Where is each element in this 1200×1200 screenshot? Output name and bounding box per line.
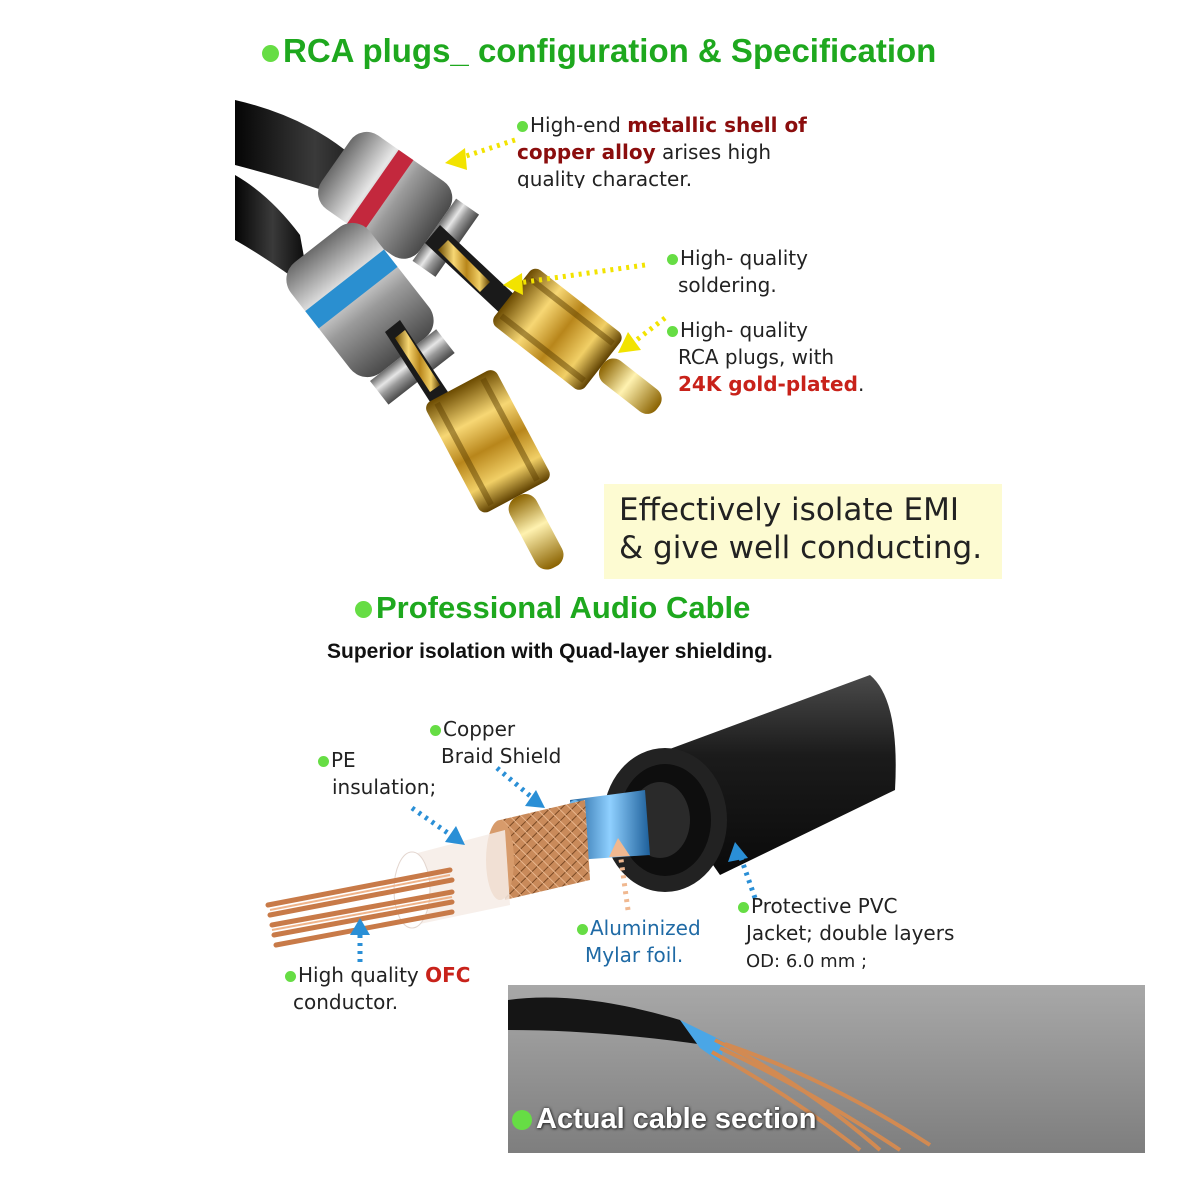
bullet-dot-icon — [667, 326, 678, 337]
label-pvc-jacket: Protective PVC Jacket; double layers OD:… — [738, 893, 978, 975]
emi-line2: & give well conducting. — [619, 530, 983, 566]
photo-label-text: Actual cable section — [536, 1103, 817, 1135]
bullet-dot-icon — [667, 254, 678, 265]
shell-text-post: arises high — [655, 140, 772, 164]
emi-info-box: Effectively isolate EMI & give well cond… — [604, 484, 1002, 579]
bullet-dot-icon — [512, 1110, 532, 1131]
actual-cable-photo-label: Actual cable section — [512, 1103, 816, 1136]
section2-title: Professional Audio Cable — [355, 590, 750, 626]
mylar-line2: Mylar foil. — [585, 943, 684, 967]
callout-rca-plugs: High- quality RCA plugs, with 24K gold-p… — [667, 317, 887, 398]
bullet-dot-icon — [355, 601, 372, 619]
bullet-dot-icon — [517, 121, 528, 132]
label-ofc-conductor: High quality OFC conductor. — [285, 962, 505, 1016]
label-mylar-foil: Aluminized Mylar foil. — [577, 915, 737, 969]
emi-line1: Effectively isolate EMI — [619, 492, 959, 528]
copper-line2: Braid Shield — [441, 744, 562, 768]
pvc-line1: Protective PVC — [751, 894, 898, 918]
ofc-highlight: OFC — [425, 963, 471, 987]
solder-line2: soldering. — [678, 273, 777, 297]
pe-line2: insulation; — [332, 775, 437, 799]
shell-highlight-2: copper alloy — [517, 140, 656, 164]
bullet-dot-icon — [738, 902, 749, 913]
section2-subtitle: Superior isolation with Quad-layer shiel… — [327, 640, 773, 663]
ofc-pre: High quality — [298, 963, 426, 987]
plugs-highlight: 24K gold-plated — [678, 372, 858, 396]
shell-text-pre: High-end — [530, 113, 628, 137]
pe-line1: PE — [331, 748, 356, 772]
bullet-dot-icon — [577, 924, 588, 935]
section1-title: RCA plugs_ configuration & Specification — [262, 32, 936, 70]
shell-text-line3: quality character. — [517, 167, 693, 188]
pvc-line2: Jacket; double layers — [746, 921, 955, 945]
plugs-line1: High- quality — [680, 318, 808, 342]
callout-soldering: High- quality soldering. — [667, 245, 867, 299]
pvc-line3: OD: 6.0 mm ; — [746, 951, 868, 972]
bullet-dot-icon — [318, 756, 329, 767]
copper-line1: Copper — [443, 717, 516, 741]
solder-line1: High- quality — [680, 246, 808, 270]
shell-highlight-1: metallic shell of — [627, 113, 807, 137]
section1-title-text: RCA plugs_ configuration & Specification — [283, 32, 937, 69]
label-copper-braid: Copper Braid Shield — [430, 716, 610, 770]
plugs-line2: RCA plugs, with — [678, 345, 835, 369]
label-pe-insulation: PE insulation; — [318, 747, 468, 801]
plugs-post: . — [857, 372, 865, 396]
bullet-dot-icon — [430, 725, 441, 736]
ofc-line2: conductor. — [293, 990, 399, 1014]
bullet-dot-icon — [285, 971, 296, 982]
bullet-dot-icon — [262, 44, 279, 62]
callout-metallic-shell: High-end metallic shell of copper alloy … — [517, 112, 817, 188]
section2-title-text: Professional Audio Cable — [376, 590, 751, 625]
mylar-line1: Aluminized — [590, 916, 701, 940]
